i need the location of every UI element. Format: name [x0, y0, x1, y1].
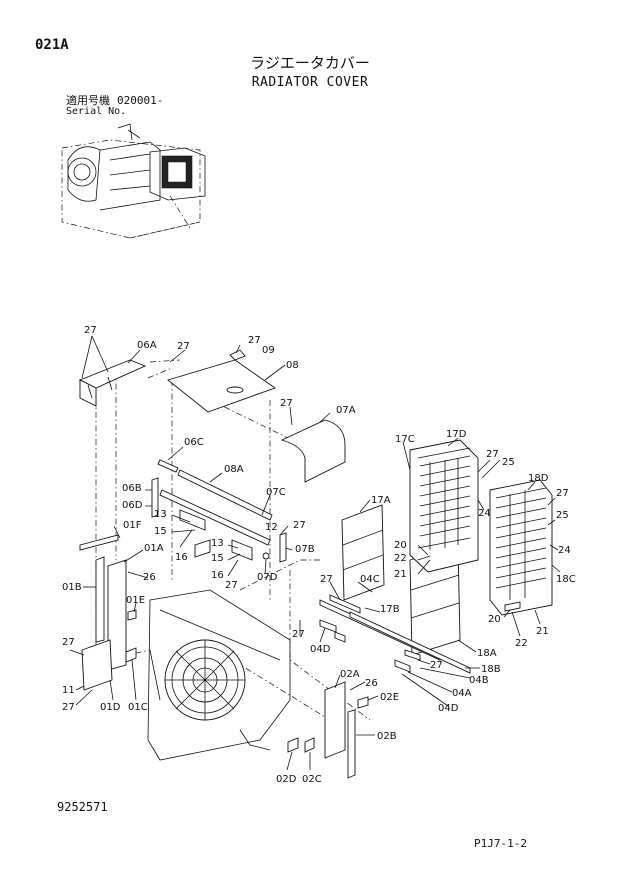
callout: 02C — [302, 774, 322, 785]
part-06A-bracket — [78, 359, 147, 407]
callout: 18D — [528, 473, 549, 484]
callout: 27 — [486, 449, 499, 460]
callout: 18A — [477, 648, 497, 659]
callout: 24 — [478, 508, 491, 519]
callout: 26 — [143, 572, 156, 583]
callout: 08 — [286, 360, 299, 371]
title-japanese: ラジエータカバー — [250, 54, 370, 72]
callout: 02B — [377, 731, 397, 742]
callout: 02D — [276, 774, 297, 785]
callout: 25 — [556, 510, 569, 521]
callout: 17B — [380, 604, 400, 615]
callout: 20 — [488, 614, 501, 625]
part-08A-bars — [151, 459, 287, 563]
callout: 22 — [394, 553, 407, 564]
callout: 06C — [184, 437, 204, 448]
part-02-posts — [287, 681, 369, 779]
callout: 11 — [62, 685, 75, 696]
callout: 27 — [292, 629, 305, 640]
callout: 18C — [556, 574, 576, 585]
callout: 27 — [62, 702, 75, 713]
callout: 17D — [446, 429, 467, 440]
callout: 04D — [438, 703, 459, 714]
callout: 02E — [380, 692, 399, 703]
callout: 27 — [248, 335, 261, 346]
serial-value: 020001- — [117, 94, 164, 107]
callout: 27 — [556, 488, 569, 499]
callout: 17C — [395, 434, 415, 445]
callout-labels: 27 06A 27 27 09 08 27 07A 06C 08A 06B 06… — [62, 325, 576, 785]
callout: 02A — [340, 669, 360, 680]
callout: 07B — [295, 544, 315, 555]
callout: 04C — [360, 574, 380, 585]
callout: 07D — [257, 572, 278, 583]
callout: 13 — [211, 538, 224, 549]
page-reference: P1J7-1-2 — [474, 837, 527, 850]
callout: 01D — [100, 702, 121, 713]
callout: 26 — [365, 678, 378, 689]
part-11-plate — [81, 639, 113, 691]
callout: 24 — [558, 545, 571, 556]
part-01-posts — [79, 534, 137, 671]
callout: 01E — [126, 595, 145, 606]
callout: 27 — [280, 398, 293, 409]
callout: 01A — [144, 543, 164, 554]
callout: 27 — [84, 325, 97, 336]
callout: 16 — [175, 552, 188, 563]
callout: 04B — [469, 675, 489, 686]
callout: 20 — [394, 540, 407, 551]
document-number: 9252571 — [57, 800, 108, 814]
serial-label-english: Serial No. — [66, 106, 127, 117]
callout: 16 — [211, 570, 224, 581]
callout: 22 — [515, 638, 528, 649]
callout: 06B — [122, 483, 142, 494]
callout: 07C — [266, 487, 286, 498]
callout: 27 — [293, 520, 306, 531]
callout: 21 — [536, 626, 549, 637]
callout: 06A — [137, 340, 157, 351]
callout: 27 — [225, 580, 238, 591]
callout: 12 — [265, 522, 278, 533]
callout: 25 — [502, 457, 515, 468]
callout: 04D — [310, 644, 331, 655]
part-07A-curved-cover — [280, 419, 346, 483]
machine-location-thumbnail — [61, 123, 206, 239]
part-17A-screen — [341, 504, 461, 656]
part-18-filter-assembly — [489, 479, 553, 616]
callout: 27 — [320, 574, 333, 585]
callout: 09 — [262, 345, 275, 356]
part-lower-bars — [319, 594, 471, 674]
title-english: RADIATOR COVER — [251, 75, 369, 90]
callout: 15 — [154, 526, 167, 537]
part-08-top-cover — [167, 349, 276, 413]
callout: 27 — [62, 637, 75, 648]
callout: 04A — [452, 688, 472, 699]
part-17-filter-assembly — [409, 439, 479, 573]
callout: 27 — [177, 341, 190, 352]
callout: 01F — [123, 520, 142, 531]
callout: 21 — [394, 569, 407, 580]
callout: 18B — [481, 664, 501, 675]
callout: 13 — [154, 509, 167, 520]
callout: 15 — [211, 553, 224, 564]
part-radiator-shroud — [147, 589, 291, 761]
callout: 07A — [336, 405, 356, 416]
leader-lines — [69, 335, 561, 771]
serial-label-japanese: 適用号機 — [66, 94, 110, 107]
page-id: 021A — [35, 37, 69, 53]
callout: 08A — [224, 464, 244, 475]
callout: 01C — [128, 702, 148, 713]
callout: 01B — [62, 582, 82, 593]
callout: 17A — [371, 495, 391, 506]
callout: 06D — [122, 500, 143, 511]
callout: 27 — [430, 660, 443, 671]
